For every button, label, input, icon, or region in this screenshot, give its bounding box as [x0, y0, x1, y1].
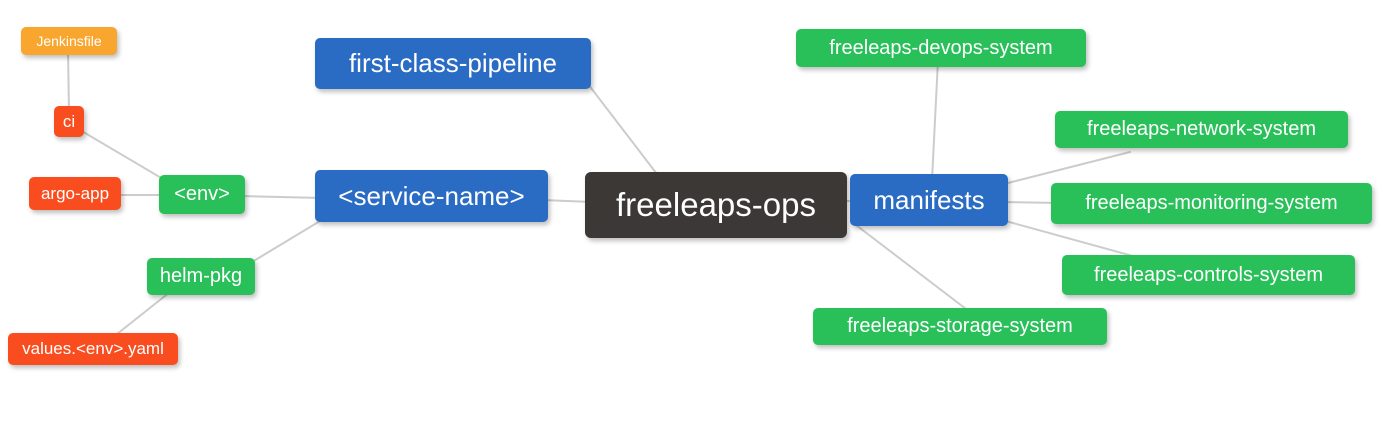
node-values-env-yaml[interactable]: values.<env>.yaml	[8, 333, 178, 365]
node-first-class-pipeline[interactable]: first-class-pipeline	[315, 38, 591, 89]
node-manifests[interactable]: manifests	[850, 174, 1008, 226]
node-devops-system[interactable]: freeleaps-devops-system	[796, 29, 1086, 67]
node-env[interactable]: <env>	[159, 175, 245, 214]
node-jenkinsfile[interactable]: Jenkinsfile	[21, 27, 117, 55]
edge-jenkinsfile-ci	[67, 49, 70, 113]
node-argo-app[interactable]: argo-app	[29, 177, 121, 210]
edge-first-class-pipeline-freeleaps-ops	[587, 83, 661, 179]
edge-service-name-freeleaps-ops	[541, 199, 593, 203]
edge-helm-pkg-values-env-yaml	[111, 291, 171, 339]
node-storage-system[interactable]: freeleaps-storage-system	[813, 308, 1107, 345]
edge-manifests-devops-system	[931, 59, 939, 181]
node-network-system[interactable]: freeleaps-network-system	[1055, 111, 1348, 148]
edge-manifests-monitoring-system	[999, 201, 1061, 204]
edge-manifests-storage-system	[851, 221, 971, 313]
edge-env-service-name	[239, 195, 323, 199]
edge-manifests-network-system	[999, 151, 1131, 186]
node-helm-pkg[interactable]: helm-pkg	[147, 258, 255, 295]
node-controls-system[interactable]: freeleaps-controls-system	[1062, 255, 1355, 295]
node-monitoring-system[interactable]: freeleaps-monitoring-system	[1051, 183, 1372, 224]
edge-ci-env	[79, 129, 169, 183]
edge-manifests-controls-system	[1001, 219, 1141, 259]
edge-service-name-helm-pkg	[251, 217, 326, 263]
node-ci[interactable]: ci	[54, 106, 84, 137]
node-freeleaps-ops[interactable]: freeleaps-ops	[585, 172, 847, 238]
node-service-name[interactable]: <service-name>	[315, 170, 548, 222]
